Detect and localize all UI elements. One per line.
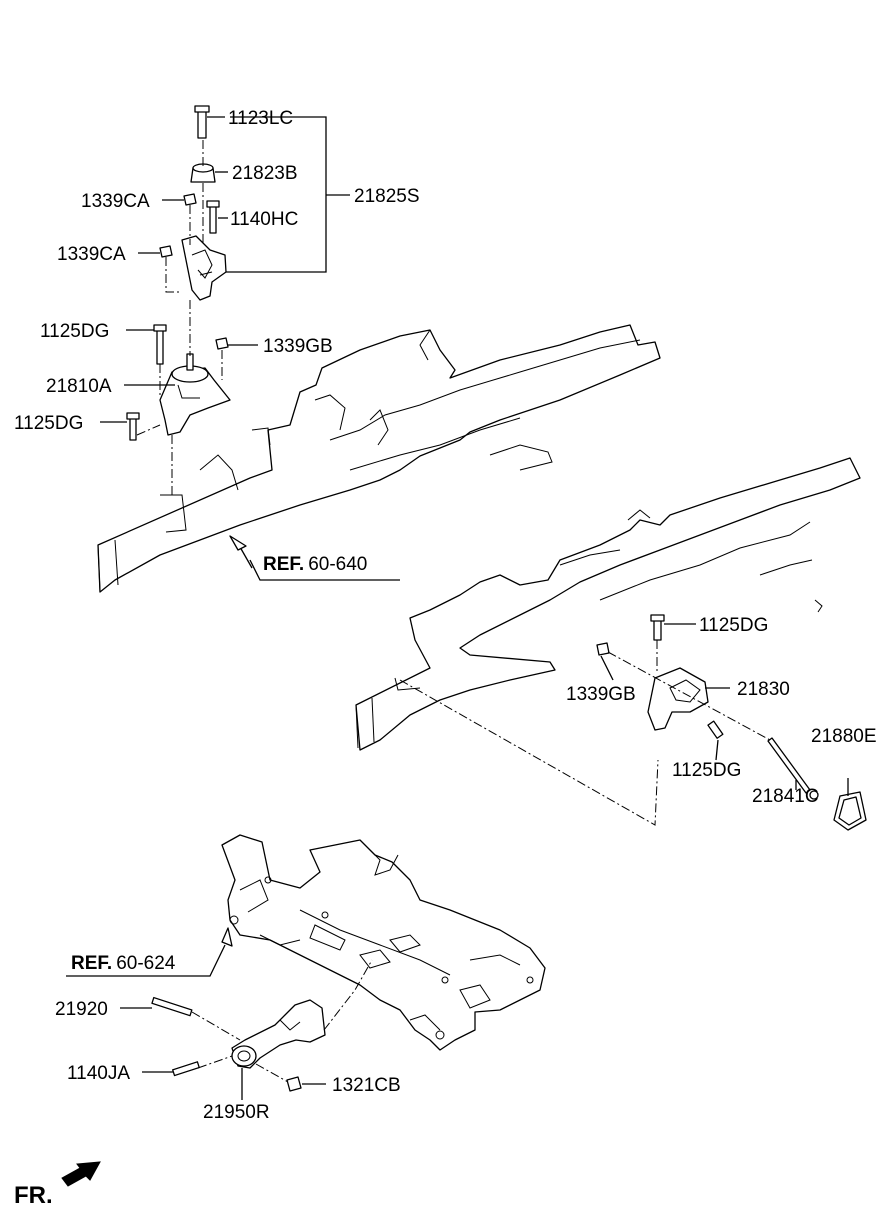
bolt-1125dg-c: [653, 619, 662, 641]
bolt-1125dg-b: [129, 417, 137, 441]
label-21825s: 21825S: [354, 186, 420, 207]
label-21920: 21920: [55, 999, 108, 1020]
nut-1339ca-a: [183, 193, 197, 206]
nut-1321cb: [286, 1076, 302, 1092]
bolt-1140hc: [209, 204, 217, 234]
label-1339ca-a: 1339CA: [81, 191, 150, 212]
engine-mount-bracket-21825s: [159, 105, 227, 301]
label-1339gb-b: 1339GB: [566, 684, 636, 705]
ref-arrow-icon: [221, 927, 233, 947]
nut-1339gb-b: [596, 642, 610, 656]
bolt-1140ja: [172, 1061, 200, 1077]
label-21841c: 21841C: [752, 786, 819, 807]
ref-arrow-icon: [229, 535, 247, 551]
label-21950r: 21950R: [203, 1102, 270, 1123]
label-1125dg-c: 1125DG: [699, 615, 768, 636]
nut-1339ca-b: [159, 245, 173, 258]
bolt-21841c: [767, 737, 811, 794]
label-1125dg-b: 1125DG: [14, 413, 83, 434]
bolt-1125dg-a: [156, 329, 164, 365]
engine-mount-insulator-21810a: [126, 324, 231, 441]
roll-rod-21950r: [151, 996, 326, 1092]
label-1125dg-a: 1125DG: [40, 321, 109, 342]
front-side-member-left: [97, 324, 661, 593]
front-direction-arrow-icon: [61, 1161, 101, 1187]
bolt-1123lc: [197, 109, 207, 139]
label-21823b: 21823B: [232, 163, 298, 184]
front-direction-label: FR.: [14, 1182, 53, 1209]
label-1339ca-b: 1339CA: [57, 244, 126, 265]
label-1140hc: 1140HC: [230, 209, 298, 230]
label-1125dg-d: 1125DG: [672, 760, 741, 781]
label-21830: 21830: [737, 679, 790, 700]
label-21880e: 21880E: [811, 726, 877, 747]
bolt-21920: [151, 996, 193, 1017]
label-1321cb: 1321CB: [332, 1075, 401, 1096]
label-21810a: 21810A: [46, 376, 112, 397]
sub-frame: [221, 834, 546, 1051]
transmission-mount-21830: [596, 614, 867, 831]
bolt-1125dg-d: [707, 720, 724, 739]
nut-1339gb-a: [215, 337, 229, 350]
front-side-member-right: [355, 457, 861, 751]
leader-lines: [66, 116, 849, 1100]
ref-60-640[interactable]: REF.60-640: [263, 554, 367, 575]
label-1339gb-a: 1339GB: [263, 336, 333, 357]
label-1123lc: 1123LC: [228, 108, 293, 129]
ref-60-624[interactable]: REF.60-624: [71, 953, 176, 974]
label-1140ja: 1140JA: [67, 1063, 130, 1084]
assembly-lines: [136, 140, 771, 1083]
